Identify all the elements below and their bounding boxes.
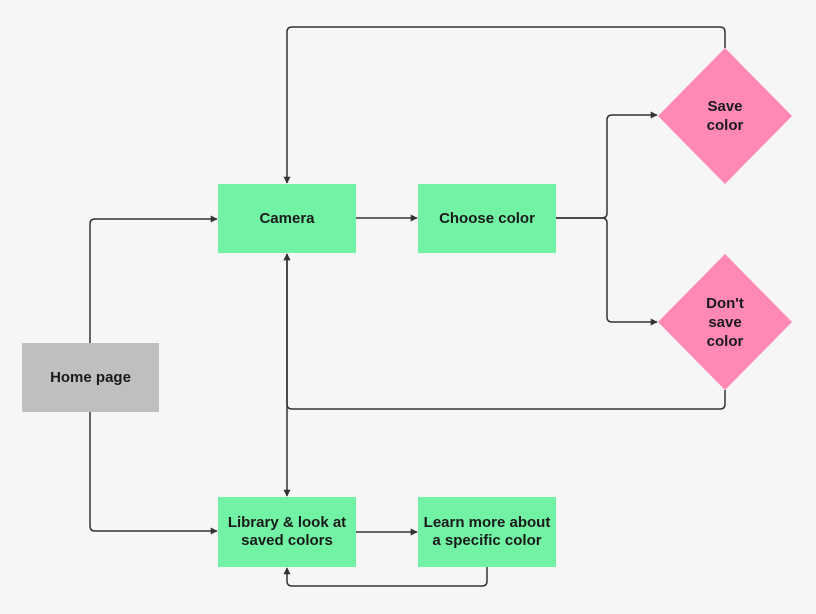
camera-label: Camera — [259, 209, 315, 227]
camera-node[interactable]: Camera — [218, 184, 356, 253]
save-color-decision-node[interactable]: Save color — [658, 48, 792, 184]
choose-color-node[interactable]: Choose color — [418, 184, 556, 253]
dont-save-color-label: Don't save color — [706, 294, 744, 350]
edge-learn-more-to-library — [283, 567, 488, 587]
library-node[interactable]: Library & look at saved colors — [218, 497, 356, 567]
edge-choose-color-to-dont-save-color — [556, 217, 658, 326]
learn-more-label: Learn more about a specific color — [423, 514, 551, 549]
choose-color-label: Choose color — [439, 209, 535, 227]
learn-more-node[interactable]: Learn more about a specific color — [418, 497, 556, 567]
dont-save-color-decision-node[interactable]: Don't save color — [658, 254, 792, 390]
save-color-label: Save color — [706, 98, 744, 134]
library-label: Library & look at saved colors — [227, 514, 347, 549]
edge-choose-color-to-save-color — [556, 111, 658, 219]
edge-home-to-library — [89, 412, 218, 535]
save-color-diamond-shape — [658, 48, 792, 184]
dont-save-color-diamond-shape — [658, 254, 792, 390]
edge-home-to-camera — [89, 215, 218, 343]
edge-save-color-to-camera — [283, 26, 726, 184]
home-page-node[interactable]: Home page — [22, 343, 159, 412]
home-page-label: Home page — [50, 368, 131, 386]
